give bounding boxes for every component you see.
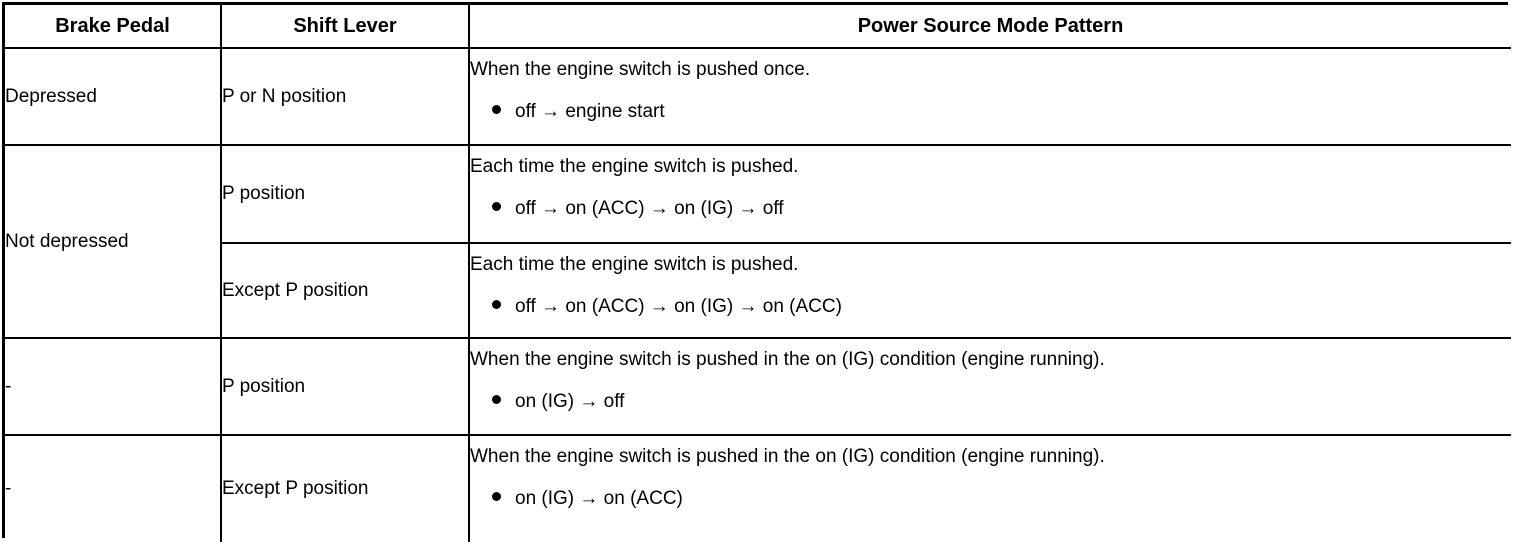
table-header: Brake Pedal Shift Lever Power Source Mod… (5, 5, 1511, 49)
cell-shift-lever: Except P position (220, 434, 470, 542)
mode-description: Each time the engine switch is pushed. (470, 156, 799, 177)
bullet-dot-icon (492, 491, 501, 501)
mode-description: When the engine switch is pushed once. (470, 59, 811, 80)
mode-content: When the engine switch is pushed once. o… (470, 49, 1511, 144)
cell-brake-pedal: Not depressed (5, 144, 222, 339)
bullet-dot-icon (492, 104, 501, 114)
table-row: - Except P position When the engine swit… (5, 434, 1511, 542)
cell-brake-pedal: - (5, 337, 222, 436)
cell-shift-lever: P position (220, 144, 470, 244)
mode-pattern-text: off → on (ACC) → on (IG) → on (ACC) (515, 295, 842, 317)
cell-power-source-mode: When the engine switch is pushed in the … (468, 337, 1511, 436)
power-source-mode-table: Brake Pedal Shift Lever Power Source Mod… (5, 5, 1511, 542)
bullet-dot-icon (492, 201, 501, 211)
cell-power-source-mode: Each time the engine switch is pushed. o… (468, 144, 1511, 244)
mode-bullet-row: off → on (ACC) → on (IG) → off (470, 198, 1511, 220)
bullet-dot-icon (492, 394, 501, 404)
cell-shift-lever: P or N position (220, 47, 470, 146)
mode-content: When the engine switch is pushed in the … (470, 436, 1511, 542)
cell-brake-pedal: - (5, 434, 222, 542)
table-row: Except P position Each time the engine s… (5, 242, 1511, 339)
mode-pattern-text: on (IG) → off (515, 390, 625, 412)
mode-pattern-text: on (IG) → on (ACC) (515, 487, 683, 509)
table-row: - P position When the engine switch is p… (5, 337, 1511, 436)
mode-bullet-row: off → on (ACC) → on (IG) → on (ACC) (470, 296, 1511, 318)
header-power-source-mode-pattern: Power Source Mode Pattern (468, 5, 1511, 49)
mode-content: Each time the engine switch is pushed. o… (470, 146, 1511, 242)
cell-brake-pedal: Depressed (5, 47, 222, 146)
mode-bullet-row: on (IG) → off (470, 391, 1511, 413)
header-shift-lever: Shift Lever (220, 5, 470, 49)
mode-pattern-text: off → on (ACC) → on (IG) → off (515, 197, 784, 219)
cell-shift-lever: P position (220, 337, 470, 436)
table-body: Depressed P or N position When the engin… (5, 47, 1511, 542)
mode-bullet-row: off → engine start (470, 101, 1511, 123)
mode-description: Each time the engine switch is pushed. (470, 254, 799, 275)
cell-power-source-mode: Each time the engine switch is pushed. o… (468, 242, 1511, 339)
mode-description: When the engine switch is pushed in the … (470, 446, 1105, 467)
table-header-row: Brake Pedal Shift Lever Power Source Mod… (5, 5, 1511, 49)
table-row: Not depressed P position Each time the e… (5, 144, 1511, 339)
mode-pattern-text: off → engine start (515, 100, 665, 122)
mode-bullet-row: on (IG) → on (ACC) (470, 488, 1511, 510)
cell-power-source-mode: When the engine switch is pushed in the … (468, 434, 1511, 542)
cell-power-source-mode: When the engine switch is pushed once. o… (468, 47, 1511, 146)
mode-content: When the engine switch is pushed in the … (470, 339, 1511, 434)
mode-content: Each time the engine switch is pushed. o… (470, 244, 1511, 337)
header-brake-pedal: Brake Pedal (5, 5, 222, 49)
cell-shift-lever: Except P position (221, 242, 470, 339)
bullet-dot-icon (492, 299, 501, 309)
table-row: Depressed P or N position When the engin… (5, 47, 1511, 146)
mode-description: When the engine switch is pushed in the … (470, 349, 1105, 370)
